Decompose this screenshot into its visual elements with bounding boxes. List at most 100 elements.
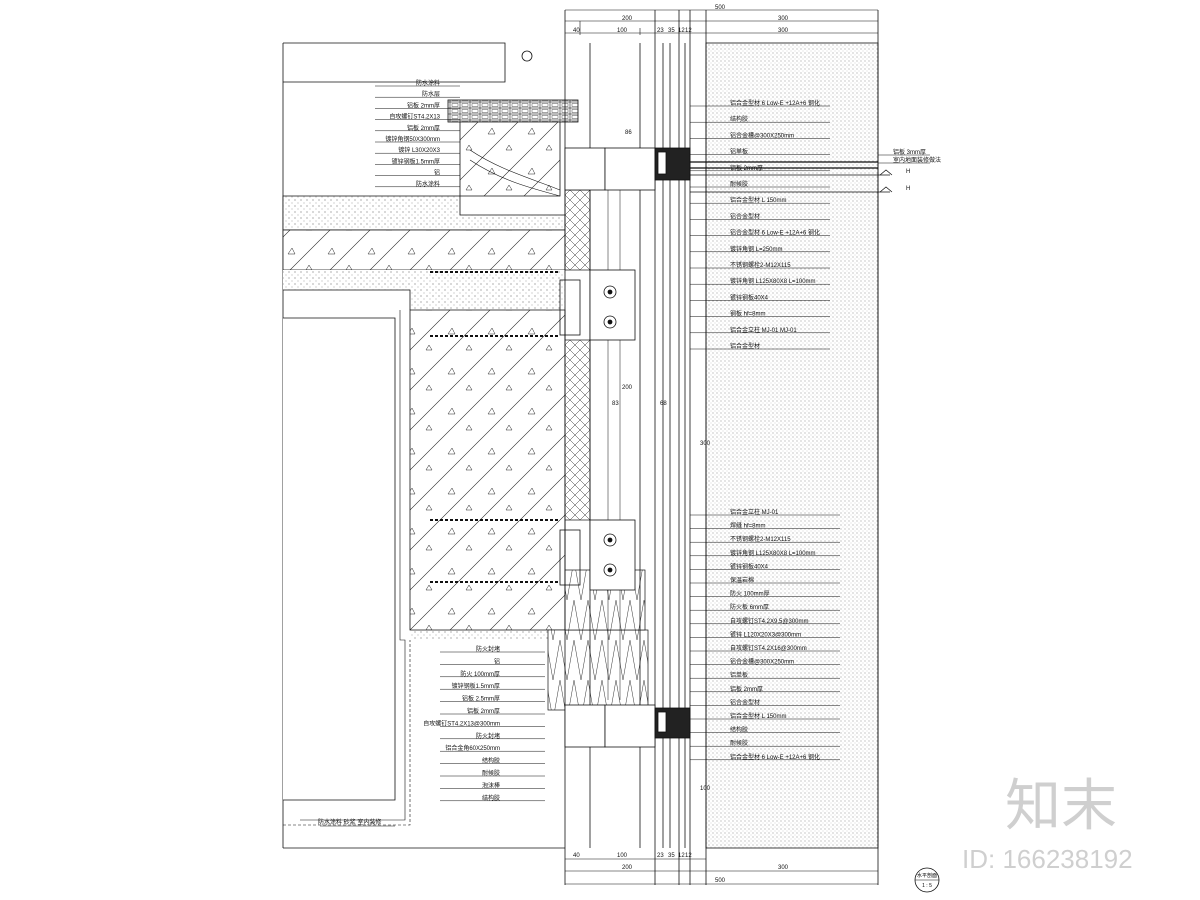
callout-label: 防火 100mm厚: [730, 590, 770, 598]
bottom-dim-200: 200: [622, 865, 633, 871]
bottom-dim-overall: 500: [715, 878, 726, 884]
watermark-id: ID: 166238192: [962, 844, 1133, 874]
interior-dotted-field: [705, 42, 879, 849]
callout-label: 镀锌钢板40X4: [730, 293, 769, 301]
parapet-block: [447, 99, 579, 197]
bottom-dim-23: 23: [657, 853, 664, 859]
internal-dim-100: 100: [700, 786, 711, 792]
callout-label: 铝: [494, 657, 500, 665]
callout-label: 焊缝 hf=8mm: [730, 522, 766, 530]
level-mark-1: H: [906, 169, 910, 175]
callout-label: 铝单板: [730, 148, 748, 156]
callout-label: 防火 100mm厚: [460, 670, 500, 678]
bracket-lower: [559, 519, 636, 591]
top-dim-35: 35: [668, 28, 675, 34]
bottom-dim-12a: 12: [678, 853, 685, 859]
callout-label: 结构胶: [730, 726, 748, 734]
callout-label: 铝合金槽@300X250mm: [730, 131, 794, 139]
right-lower-callouts: 铝合金立柱 MJ-01 焊缝 hf=8mm 不锈钢螺栓2-M12X115 镀锌角钢 L…: [690, 508, 840, 761]
callout-label: 铝合金型材 L 150mm: [730, 196, 786, 204]
transom-bottom: [564, 704, 691, 748]
title-badge-scale: 1 : 5: [922, 883, 932, 889]
callout-label: 防水涂料: [416, 180, 440, 188]
top-dim-overall: 500: [715, 5, 726, 11]
callout-label: 铝合金型材 6 Low-E +12A+6 钢化: [730, 229, 820, 237]
bottom-dim-100: 100: [617, 853, 628, 859]
callout-label: 泡沫棒: [482, 781, 500, 789]
watermark-brand: 知末: [1005, 774, 1117, 837]
callout-label: 自攻螺钉ST4.2X16@300mm: [730, 644, 807, 652]
top-dim-12b: 12: [685, 28, 692, 34]
callout-label: 不锈钢螺栓2-M12X115: [730, 535, 791, 543]
anchor-rods: [430, 271, 560, 583]
top-dim-12a: 12: [678, 28, 685, 34]
title-badge: 水平剖面 1 : 5: [914, 867, 940, 893]
bottom-dimension-chain: [565, 858, 878, 885]
callout-label: 镀锌角钢 L125X80X8 L=100mm: [730, 549, 816, 557]
callout-label: 自攻螺钉ST4.2X13@300mm: [423, 719, 500, 727]
callout-label: 铝合金立柱 MJ-01: [730, 508, 779, 516]
top-dim-200: 200: [622, 16, 633, 22]
bottom-left-note: 防水涂料 砂浆 室内装修: [318, 818, 381, 826]
callout-label: 耐候胶: [482, 769, 500, 777]
concrete-slab: [282, 195, 566, 826]
callout-label: 铝合金型材: [730, 342, 760, 350]
callout-label: 铝合金型材 L 150mm: [730, 712, 786, 720]
callout-label: 铝合金型材: [730, 212, 760, 220]
internal-dim-300: 300: [700, 441, 711, 447]
callout-label: 防火封堵: [476, 732, 500, 740]
callout-label: 钢板 hf=8mm: [730, 310, 766, 318]
anchor-hole-icon: [521, 50, 533, 62]
top-dimension-chain: [565, 9, 878, 35]
transom-top: [564, 147, 878, 191]
callout-label: 防水层: [422, 90, 440, 98]
callout-label: 保温岩棉: [730, 576, 754, 584]
callout-label: 铝板 2mm厚: [407, 101, 440, 109]
right-side-note-2: 室内地面装修做法: [893, 156, 941, 164]
internal-dim-86: 86: [625, 130, 632, 136]
bottom-dim-300: 300: [778, 865, 789, 871]
callout-label: 铝板 2.5mm厚: [462, 695, 500, 703]
callout-label: 铝板 2mm厚: [730, 685, 763, 693]
top-dim-100: 100: [617, 28, 628, 34]
callout-label: 镀锌角钢50X300mm: [385, 135, 440, 143]
callout-label: 铝合金立柱 MJ-01 MJ-01: [730, 326, 797, 334]
callout-label: 铝: [434, 169, 440, 177]
callout-label: 镀锌 L120X20X3@300mm: [730, 630, 801, 638]
callout-label: 镀锌钢板1.5mm厚: [452, 682, 500, 690]
right-upper-callouts: 铝合金型材 6 Low-E +12A+6 钢化结构胶铝合金槽@300X250mm…: [690, 99, 830, 350]
right-side-note-1: 铝板 3mm厚: [893, 148, 926, 156]
level-markers: [690, 169, 893, 193]
callout-label: 铝单板: [730, 671, 748, 679]
internal-dim-68: 68: [660, 401, 667, 407]
top-dim-23: 23: [657, 28, 664, 34]
callout-label: 自攻螺钉ST4.2X13: [389, 113, 440, 121]
callout-label: 铝板 2mm厚: [730, 164, 763, 172]
top-dim-300: 300: [778, 16, 789, 22]
callout-label: 耐候胶: [730, 739, 748, 747]
callout-label: 结构胶: [482, 757, 500, 765]
callout-label: 铝板 2mm厚: [467, 707, 500, 715]
callout-label: 铝合金型材 6 Low-E +12A+6 钢化: [730, 99, 820, 107]
callout-label: 镀锌 L30X20X3: [398, 146, 440, 154]
callout-label: 镀锌角钢 L=250mm: [730, 245, 783, 253]
level-mark-2: H: [906, 186, 910, 192]
bottom-dim-40: 40: [573, 853, 580, 859]
bottom-dim-12b: 12: [685, 853, 692, 859]
callout-label: 结构胶: [730, 115, 748, 123]
callout-label: 铝板 2mm厚: [407, 124, 440, 132]
callout-label: 铝合金型材 6 Low-E +12A+6 钢化: [730, 753, 820, 761]
callout-label: 耐候胶: [730, 180, 748, 188]
internal-dim-83: 83: [612, 401, 619, 407]
callout-label: 铝合金型材: [730, 698, 760, 706]
callout-label: 镀锌钢板40X4: [730, 562, 769, 570]
title-badge-name: 水平剖面: [917, 872, 937, 879]
callout-label: 铝合金角60X250mm: [445, 744, 500, 752]
callout-label: 铝合金槽@300X250mm: [730, 658, 794, 666]
callout-label: 镀锌角钢 L125X80X8 L=100mm: [730, 277, 816, 285]
callout-label: 自攻螺钉ST4.2X9.5@300mm: [730, 617, 808, 625]
internal-dim-200: 200: [622, 385, 633, 391]
